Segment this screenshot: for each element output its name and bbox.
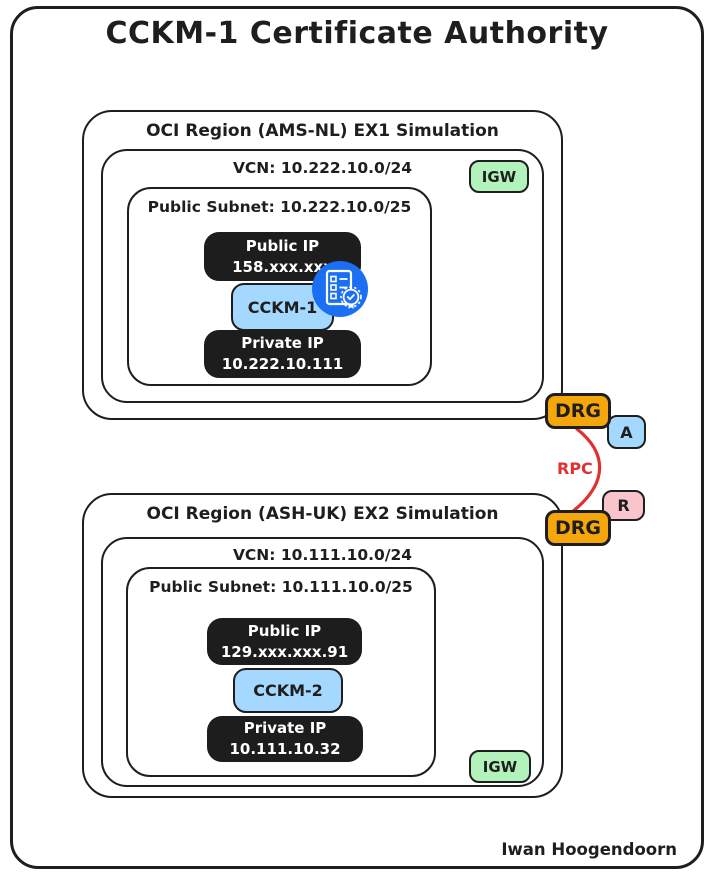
vcn-box-ex2: VCN: 10.111.10.0/24 Public Subnet: 10.11…: [101, 537, 544, 787]
cckm1-label: CCKM-1: [247, 297, 318, 317]
instance-box-cckm2: CCKM-2: [233, 668, 343, 713]
certificate-icon: [311, 260, 369, 318]
private-ip-box-ex1: Private IP 10.222.10.111: [204, 330, 361, 378]
region-box-ex1: OCI Region (AMS-NL) EX1 Simulation VCN: …: [82, 110, 563, 420]
drg-bottom-label: DRG: [555, 517, 601, 539]
vcn-ex2-label: VCN: 10.111.10.0/24: [232, 546, 413, 564]
public-ip-ex1-title: Public IP: [245, 236, 320, 255]
badge-r: R: [602, 490, 645, 521]
private-ip-box-ex2: Private IP 10.111.10.32: [207, 716, 363, 762]
igw-badge-ex2: IGW: [469, 750, 531, 783]
igw-badge-ex1: IGW: [469, 160, 529, 193]
igw-ex2-label: IGW: [482, 757, 518, 776]
region-ex1-title: OCI Region (AMS-NL) EX1 Simulation: [146, 121, 499, 141]
rpc-connection-line: [570, 427, 602, 514]
region-ex2-title: OCI Region (ASH-UK) EX2 Simulation: [146, 504, 499, 524]
drg-box-bottom: DRG: [545, 510, 611, 546]
subnet-ex1-label: Public Subnet: 10.222.10.0/25: [147, 198, 412, 216]
public-ip-ex2-value: 129.xxx.xxx.91: [220, 642, 349, 661]
cckm2-label: CCKM-2: [253, 681, 323, 700]
badge-a: A: [607, 415, 646, 449]
private-ip-ex2-value: 10.111.10.32: [229, 740, 341, 758]
public-ip-box-ex2: Public IP 129.xxx.xxx.91: [207, 618, 362, 665]
subnet-box-ex1: Public Subnet: 10.222.10.0/25 Public IP …: [127, 187, 432, 386]
subnet-ex2-label: Public Subnet: 10.111.10.0/25: [149, 578, 413, 596]
drg-box-top: DRG: [545, 393, 611, 429]
public-ip-ex1-value: 158.xxx.xxx: [232, 257, 333, 276]
igw-ex1-label: IGW: [481, 167, 517, 186]
badge-r-label: R: [617, 496, 630, 515]
page-title: CCKM-1 Certificate Authority: [105, 16, 609, 51]
vcn-ex1-label: VCN: 10.222.10.0/24: [232, 159, 413, 177]
drg-top-label: DRG: [555, 400, 601, 422]
private-ip-ex1-value: 10.222.10.111: [221, 355, 344, 373]
author-credit: Iwan Hoogendoorn: [501, 840, 677, 859]
public-ip-ex2-title: Public IP: [247, 621, 322, 640]
rpc-label: RPC: [557, 459, 593, 478]
private-ip-ex1-title: Private IP: [241, 334, 324, 352]
region-box-ex2: OCI Region (ASH-UK) EX2 Simulation VCN: …: [82, 493, 563, 798]
private-ip-ex2-title: Private IP: [243, 719, 327, 737]
instance-box-cckm1: CCKM-1: [231, 283, 334, 331]
vcn-box-ex1: VCN: 10.222.10.0/24 IGW Public Subnet: 1…: [101, 149, 544, 403]
subnet-box-ex2: Public Subnet: 10.111.10.0/25 Public IP …: [126, 567, 436, 777]
badge-a-label: A: [620, 422, 633, 442]
